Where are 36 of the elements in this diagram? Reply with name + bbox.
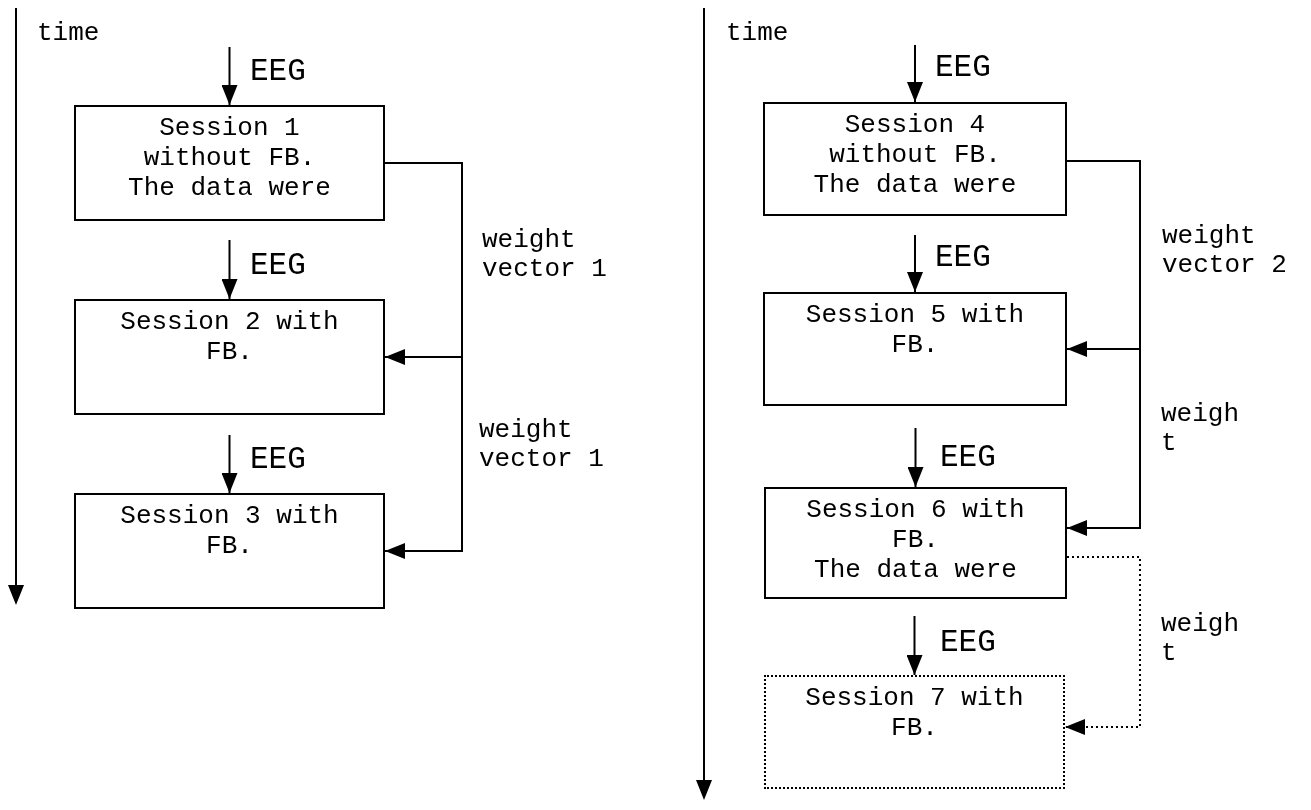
connector-arrow [384, 162, 463, 559]
session-box [763, 102, 1067, 216]
connector-arrow [906, 615, 923, 676]
axis-label: time [37, 18, 100, 48]
axis-label: time [726, 18, 789, 48]
session-box [74, 493, 385, 609]
edge-label: EEG [250, 248, 306, 284]
box-text: Session 3 with FB. [120, 501, 339, 561]
edge-label: EEG [940, 440, 996, 476]
connector-arrow [221, 239, 238, 300]
session-box [764, 487, 1067, 599]
connector-arrow [221, 46, 238, 106]
box-text: Session 4 without FB. [828, 110, 1002, 170]
connector-arrow [1064, 556, 1141, 735]
edge-label: EEG [940, 625, 996, 661]
box-text: Session 1 without FB. [142, 113, 317, 173]
edge-label: EEG [250, 442, 306, 478]
box-text: Session 2 with FB. [120, 307, 339, 367]
box-text: Session 5 with FB. [805, 300, 1025, 360]
box-text: Session 6 with FB. [806, 495, 1025, 555]
session-box [763, 292, 1067, 406]
box-text: The data were [812, 170, 1018, 200]
edge-label: EEG [935, 50, 991, 86]
session-box [74, 299, 385, 415]
box-text: Session 7 with FB. [805, 683, 1024, 743]
box-text: The data were [127, 173, 332, 203]
connector-arrow [907, 427, 924, 488]
session-box [74, 105, 385, 221]
connector-arrow [1066, 160, 1141, 536]
box-text: The data were [813, 555, 1018, 585]
edge-label: EEG [250, 54, 306, 90]
edge-label: EEG [935, 240, 991, 276]
connector-arrow [907, 44, 923, 103]
connector-arrow [907, 234, 923, 293]
session-box [764, 675, 1065, 789]
connector-arrow [221, 434, 238, 494]
